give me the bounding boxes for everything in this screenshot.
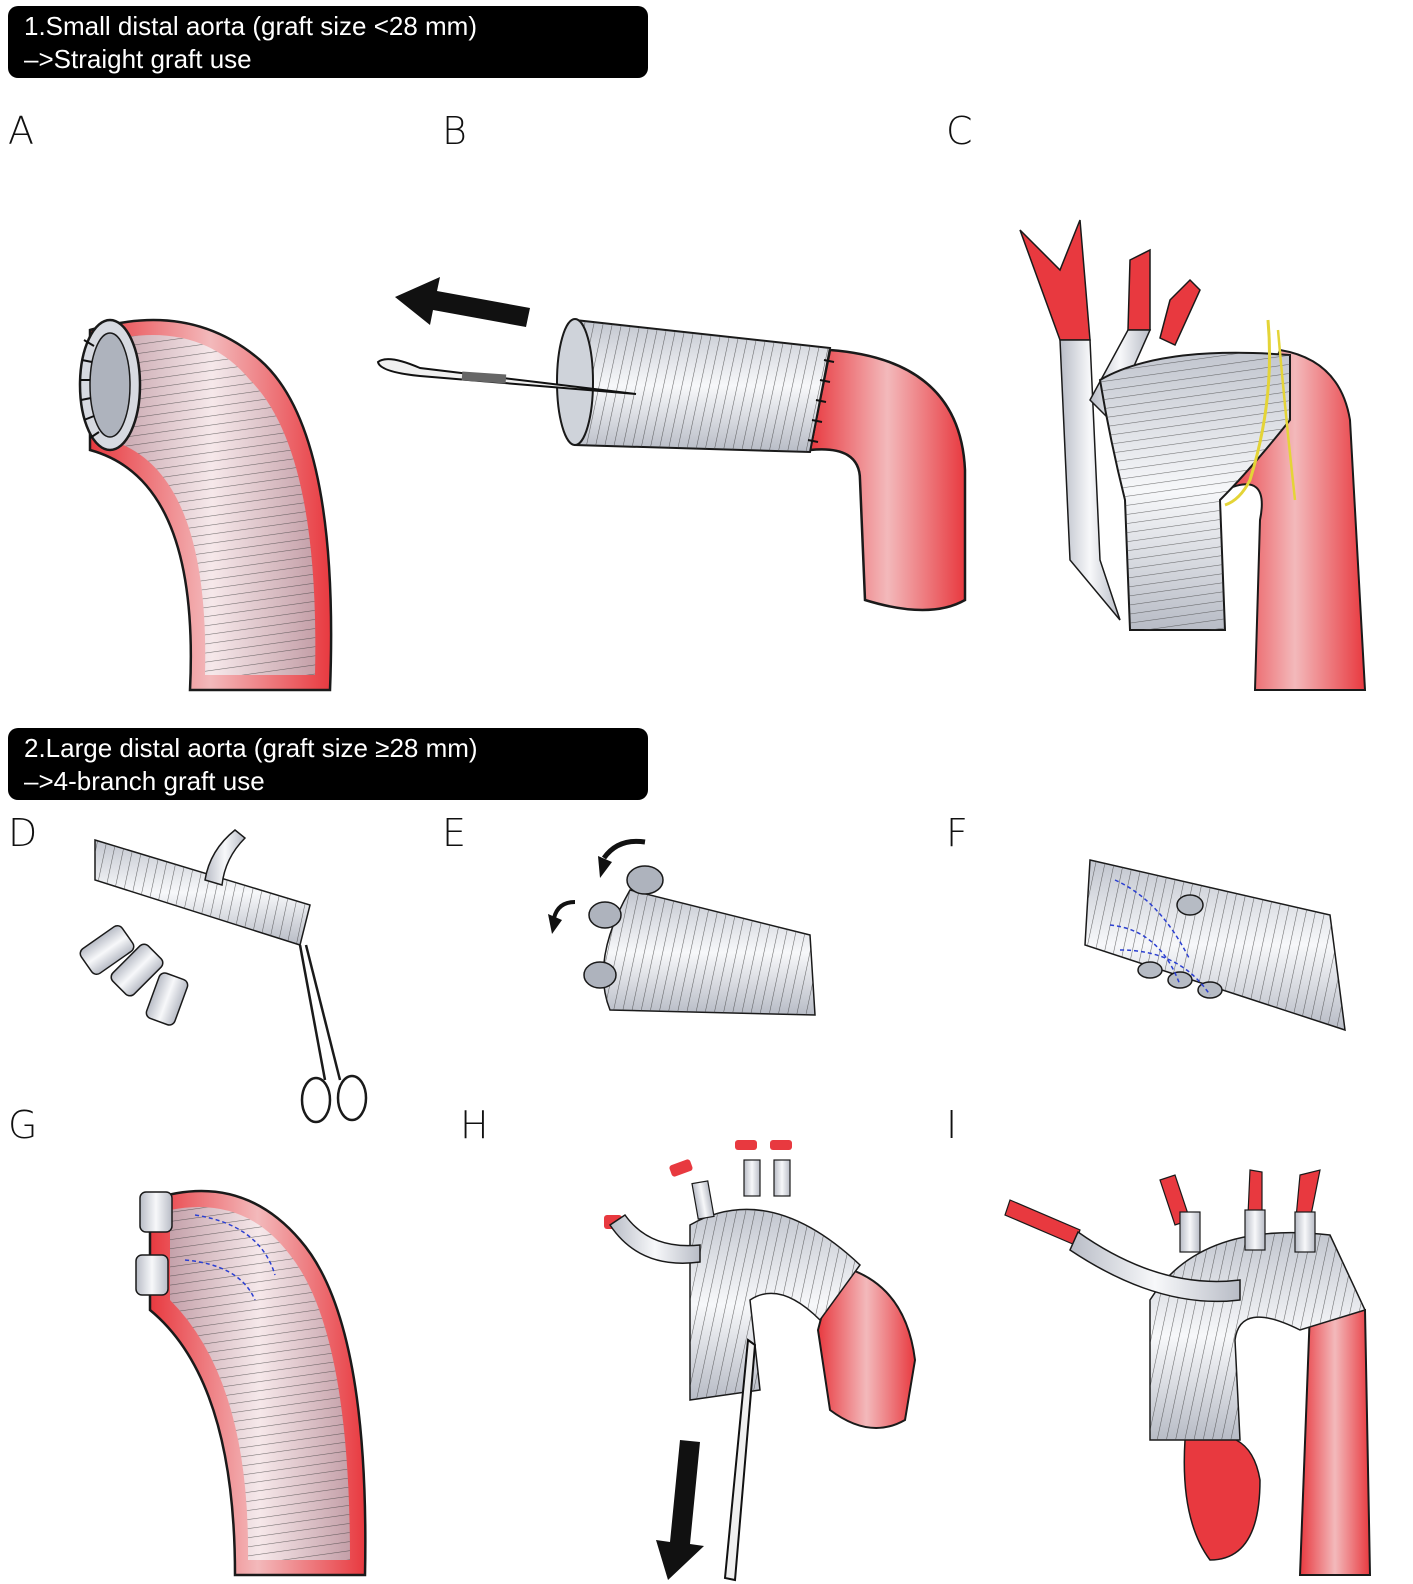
graft-side-branch bbox=[1069, 1230, 1241, 1303]
banner-line-2: –>4-branch graft use bbox=[24, 766, 265, 796]
suture-marks bbox=[1109, 879, 1211, 996]
panel-d-illustration bbox=[79, 829, 368, 1124]
descending-aorta bbox=[1298, 1309, 1372, 1576]
forceps bbox=[376, 358, 637, 395]
panel-label-a: A bbox=[8, 109, 34, 153]
arrow-left-icon bbox=[395, 277, 530, 327]
panel-e-illustration bbox=[548, 838, 816, 1016]
recurrent-nerve bbox=[1224, 319, 1272, 507]
subclavian-branch bbox=[1159, 278, 1201, 346]
aortic-root bbox=[1183, 1434, 1261, 1561]
section-banner-straight-graft: 1.Small distal aorta (graft size <28 mm)… bbox=[8, 6, 648, 78]
panel-label-d: D bbox=[8, 811, 38, 855]
panel-label-f: F bbox=[946, 811, 968, 855]
panel-b-illustration bbox=[376, 277, 967, 612]
graft-side-branch bbox=[204, 829, 247, 886]
scissors-icon bbox=[298, 944, 368, 1124]
panel-h-illustration bbox=[604, 1140, 917, 1582]
banner-line-1: 2.Large distal aorta (graft size ≥28 mm) bbox=[24, 733, 478, 763]
graft-branch-limbs bbox=[1059, 339, 1121, 621]
brachiocephalic-branch bbox=[1019, 219, 1091, 341]
panel-i-illustration bbox=[1004, 1169, 1372, 1576]
suture-line bbox=[807, 359, 835, 443]
panel-label-e: E bbox=[442, 811, 467, 855]
panel-label-h: H bbox=[460, 1103, 489, 1147]
carotid-branch bbox=[1127, 248, 1151, 331]
panel-label-c: C bbox=[946, 109, 973, 153]
suture-line bbox=[80, 339, 100, 439]
panel-label-b: B bbox=[442, 109, 467, 153]
panel-f-illustration bbox=[1084, 859, 1346, 1032]
arrow-down-icon bbox=[656, 1440, 704, 1580]
suture-marks bbox=[184, 1214, 276, 1301]
panel-label-g: G bbox=[8, 1103, 38, 1147]
branch-holes bbox=[1137, 894, 1223, 999]
banner-line-1: 1.Small distal aorta (graft size <28 mm) bbox=[24, 11, 477, 41]
graft-side-branch bbox=[608, 1213, 701, 1264]
aorta-vessel bbox=[816, 1263, 917, 1429]
curved-arrow-icon bbox=[552, 900, 576, 919]
panel-g-illustration bbox=[135, 1189, 367, 1577]
axillary-artery bbox=[1004, 1199, 1081, 1246]
panel-label-i: I bbox=[946, 1103, 958, 1147]
banner-line-2: –>Straight graft use bbox=[24, 44, 252, 74]
aorta-vessel bbox=[808, 348, 967, 612]
forceps bbox=[723, 1338, 757, 1582]
panel-c-illustration bbox=[1019, 219, 1367, 691]
section-banner-4-branch-graft: 2.Large distal aorta (graft size ≥28 mm)… bbox=[8, 728, 648, 800]
panel-a-illustration bbox=[78, 318, 333, 692]
curved-arrow-icon bbox=[601, 838, 646, 860]
